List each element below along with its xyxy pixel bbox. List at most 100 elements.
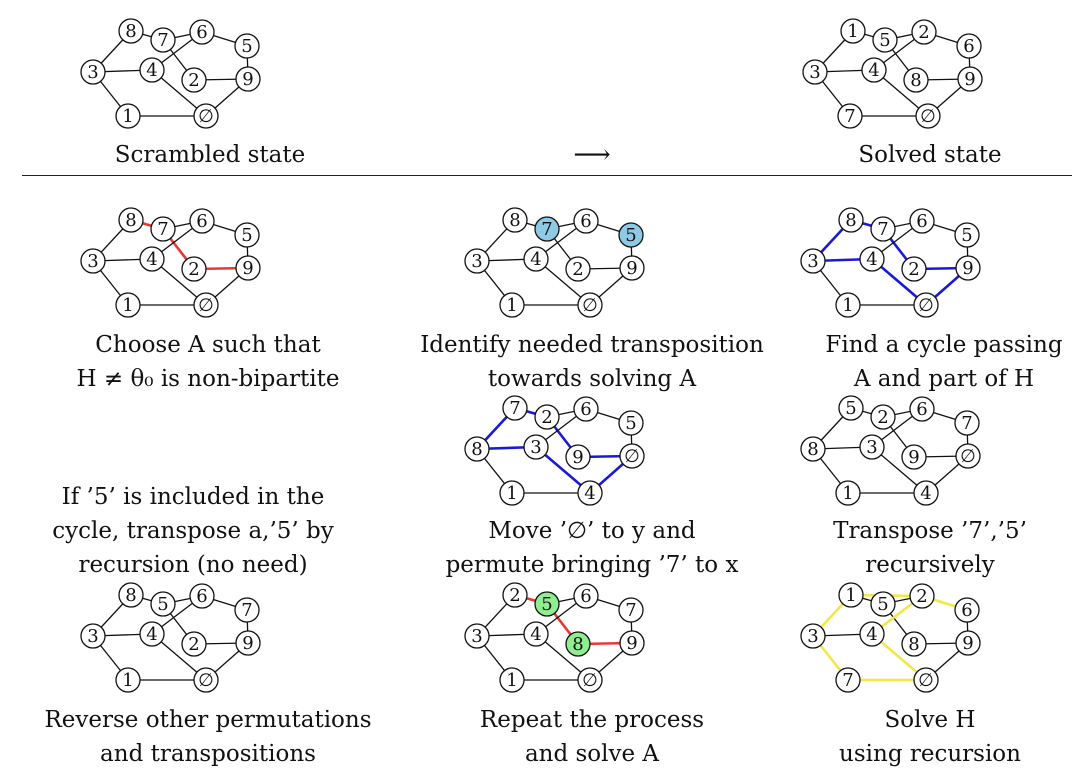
graph-node — [577, 667, 603, 693]
graph-node — [901, 631, 927, 657]
graph-node — [573, 396, 599, 422]
graph-node — [838, 207, 864, 233]
graph-node-label: 3 — [471, 626, 482, 647]
graph-node — [150, 27, 176, 53]
graph-node-label: 1 — [847, 21, 858, 42]
graph-node — [181, 256, 207, 282]
graph-node — [909, 208, 935, 234]
graph-node-label: 9 — [572, 447, 583, 468]
caption-step-cycle: Find a cycle passing A and part of H — [825, 328, 1062, 396]
graph-node — [80, 59, 106, 85]
graph-node-label: 9 — [626, 633, 637, 654]
graph-node-label: 8 — [845, 210, 856, 231]
graph-node-label: ∅ — [198, 295, 214, 316]
graph-node — [903, 67, 929, 93]
graph-node-label: 2 — [188, 259, 199, 280]
graph-node-label: 3 — [809, 62, 820, 83]
graph-node-label: 3 — [530, 437, 541, 458]
graph-node — [235, 255, 261, 281]
graph-node-label: 4 — [866, 624, 877, 645]
graph-node — [464, 623, 490, 649]
graph-node — [800, 436, 826, 462]
graph-node — [502, 395, 528, 421]
graph-node-label: 4 — [866, 249, 877, 270]
graph-node — [619, 630, 645, 656]
graph-node-label: 5 — [879, 30, 890, 51]
caption-step-choose: Choose A such that H ≠ θ₀ is non-biparti… — [76, 328, 339, 396]
graph-node — [955, 255, 981, 281]
graph-node — [573, 583, 599, 609]
graph-node-label: 9 — [242, 69, 253, 90]
graph-node — [189, 19, 215, 45]
graph-node-label: 6 — [196, 22, 207, 43]
graph-node-label: 7 — [844, 106, 855, 127]
graph-node-label: 1 — [122, 295, 133, 316]
graph-node — [499, 480, 525, 506]
graph-node-label: 1 — [842, 295, 853, 316]
header-divider — [22, 175, 1072, 176]
caption-scrambled-state: Scrambled state — [115, 138, 306, 172]
graph-node — [838, 582, 864, 608]
graph-node-label: ∅ — [198, 106, 214, 127]
graph-node-label: 2 — [908, 259, 919, 280]
graph-node-label: 7 — [509, 398, 520, 419]
graph-node — [955, 630, 981, 656]
graph-node-label: 3 — [807, 251, 818, 272]
graph-node — [909, 396, 935, 422]
caption-line: Solved state — [858, 142, 1002, 168]
graph-node — [150, 591, 176, 617]
graph-node-label: 4 — [146, 624, 157, 645]
graph-node-label: 9 — [962, 633, 973, 654]
graph-node — [835, 667, 861, 693]
graph-node-label: 7 — [625, 600, 636, 621]
graph-node — [499, 667, 525, 693]
graph-node — [859, 246, 885, 272]
graph-node — [193, 103, 219, 129]
caption-step-identify: Identify needed transposition towards so… — [420, 328, 764, 396]
caption-line: and transpositions — [100, 741, 316, 767]
graph-node — [577, 292, 603, 318]
caption-line: towards solving A — [487, 366, 697, 392]
graph-node-label: 3 — [866, 437, 877, 458]
graph-node — [234, 33, 260, 59]
caption-line: using recursion — [839, 741, 1021, 767]
graph-node-label: 2 — [918, 22, 929, 43]
graph-node-label: 2 — [188, 634, 199, 655]
graph-node-label: 7 — [157, 30, 168, 51]
graph-node — [181, 631, 207, 657]
graph-node-label: 6 — [196, 586, 207, 607]
graph-node — [573, 208, 599, 234]
graph-node — [118, 582, 144, 608]
graph-node — [523, 434, 549, 460]
caption-solved-state: Solved state — [858, 138, 1001, 172]
graph-node-label: 3 — [807, 626, 818, 647]
graph-node-label: 5 — [241, 36, 252, 57]
graph-node-label: ∅ — [960, 446, 976, 467]
graph-node — [870, 404, 896, 430]
caption-line: H ≠ θ₀ is non-bipartite — [76, 366, 340, 392]
caption-step-transpose-a5: If ’5’ is included in the cycle, transpo… — [52, 480, 334, 582]
graph-node-label: 2 — [572, 259, 583, 280]
graph-node — [118, 207, 144, 233]
graph-node — [193, 292, 219, 318]
graph-node — [954, 222, 980, 248]
graph-node-label: 8 — [125, 210, 136, 231]
graph-node — [870, 216, 896, 242]
graph-node-label: ∅ — [582, 295, 598, 316]
graph-node-label: 5 — [157, 594, 168, 615]
graph-node — [234, 222, 260, 248]
graph-node-label: 1 — [845, 585, 856, 606]
graph-node — [464, 436, 490, 462]
graph-node — [193, 667, 219, 693]
graph-node-label: 7 — [157, 219, 168, 240]
graph-node-label: 3 — [87, 251, 98, 272]
graph-node — [859, 434, 885, 460]
graph-node — [234, 597, 260, 623]
graph-node-label: 8 — [807, 439, 818, 460]
graph-node — [499, 292, 525, 318]
graph-node — [502, 582, 528, 608]
caption-step-move-empty: Move ’∅’ to y and permute bringing ’7’ t… — [446, 514, 739, 582]
